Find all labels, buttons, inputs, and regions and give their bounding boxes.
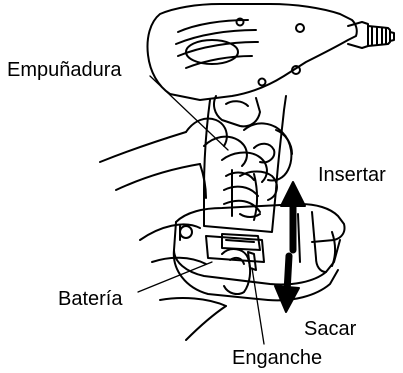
latch-leader <box>252 268 264 344</box>
direction-arrows <box>275 182 305 312</box>
battery-label: Batería <box>58 288 122 310</box>
grip-label: Empuñadura <box>7 59 122 81</box>
latch-label: Enganche <box>232 347 322 369</box>
insert-label: Insertar <box>318 164 386 186</box>
battery-pack <box>174 204 345 300</box>
remove-label: Sacar <box>304 318 356 340</box>
gripping-hand <box>100 119 292 201</box>
insert-arrow-head <box>281 182 305 206</box>
supporting-hand <box>140 224 250 340</box>
